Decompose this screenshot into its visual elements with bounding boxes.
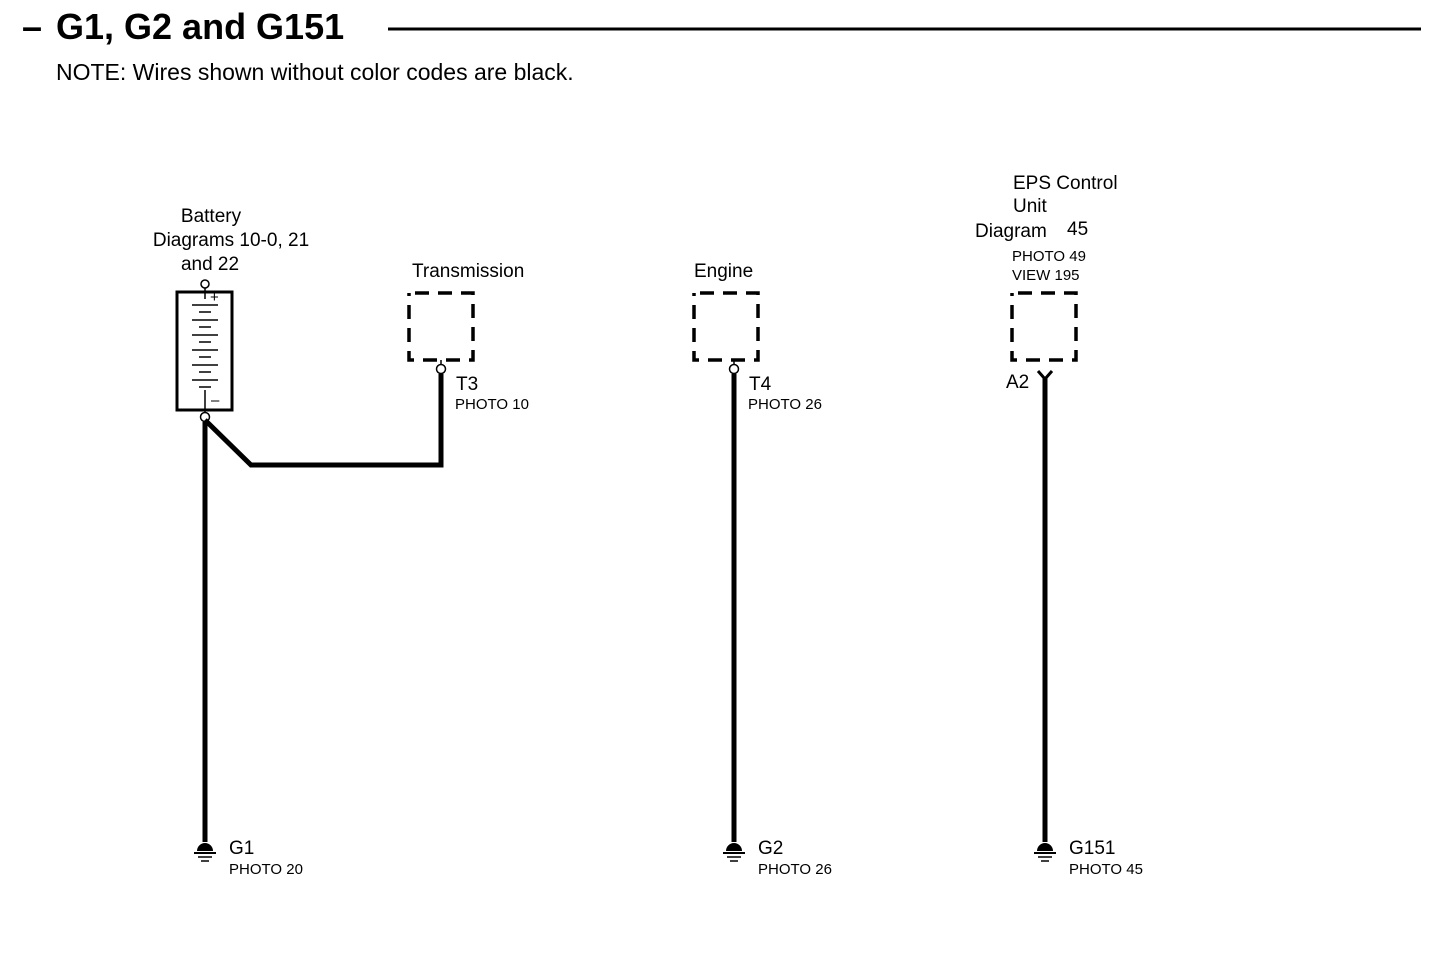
- ground-icon: [1034, 843, 1056, 862]
- eps-label-cont: Unit: [1013, 196, 1048, 217]
- g1-photo-ref: PHOTO 20: [229, 861, 303, 878]
- ground-icon: [723, 843, 745, 862]
- ground-icon: [194, 843, 216, 862]
- engine-component-box: [692, 291, 760, 362]
- a2-connector-symbol: [1036, 370, 1054, 382]
- eps-label: EPS Control: [1013, 173, 1118, 194]
- t3-photo-ref: PHOTO 10: [455, 396, 529, 413]
- a2-pin-label: A2: [1006, 372, 1029, 393]
- wire-battery-transmission: [203, 374, 444, 468]
- t4-photo-ref: PHOTO 26: [748, 396, 822, 413]
- battery-diagrams-ref-cont: and 22: [181, 254, 239, 275]
- t4-pin-label: T4: [749, 374, 772, 395]
- eps-photo-ref: PHOTO 49: [1012, 248, 1086, 265]
- page-title: G1, G2 and G151: [56, 6, 344, 47]
- ground-wires: [202, 374, 1048, 842]
- eps-component-box: [1010, 291, 1078, 362]
- battery-minus-sign: –: [211, 392, 220, 409]
- g151-ground-label: G151: [1069, 838, 1115, 859]
- transmission-label: Transmission: [412, 261, 524, 282]
- g2-photo-ref: PHOTO 26: [758, 861, 832, 878]
- g1-ground-label: G1: [229, 838, 254, 859]
- eps-diagram-number: 45: [1067, 219, 1088, 240]
- title-dash: –: [22, 6, 42, 47]
- g151-photo-ref: PHOTO 45: [1069, 861, 1143, 878]
- t4-terminal: [728, 363, 740, 375]
- t3-pin-label: T3: [456, 374, 478, 395]
- engine-label: Engine: [694, 261, 753, 282]
- g2-ground-label: G2: [758, 838, 783, 859]
- battery-plus-sign: +: [210, 289, 219, 306]
- battery-diagrams-ref: Diagrams 10-0, 21: [153, 230, 309, 251]
- battery-symbol: [175, 279, 234, 414]
- eps-view-ref: VIEW 195: [1012, 267, 1080, 284]
- t3-terminal: [435, 363, 447, 375]
- eps-diagram-word: Diagram: [975, 221, 1047, 242]
- transmission-component-box: [407, 291, 475, 362]
- note-text: NOTE: Wires shown without color codes ar…: [56, 59, 574, 85]
- battery-label: Battery: [181, 206, 242, 227]
